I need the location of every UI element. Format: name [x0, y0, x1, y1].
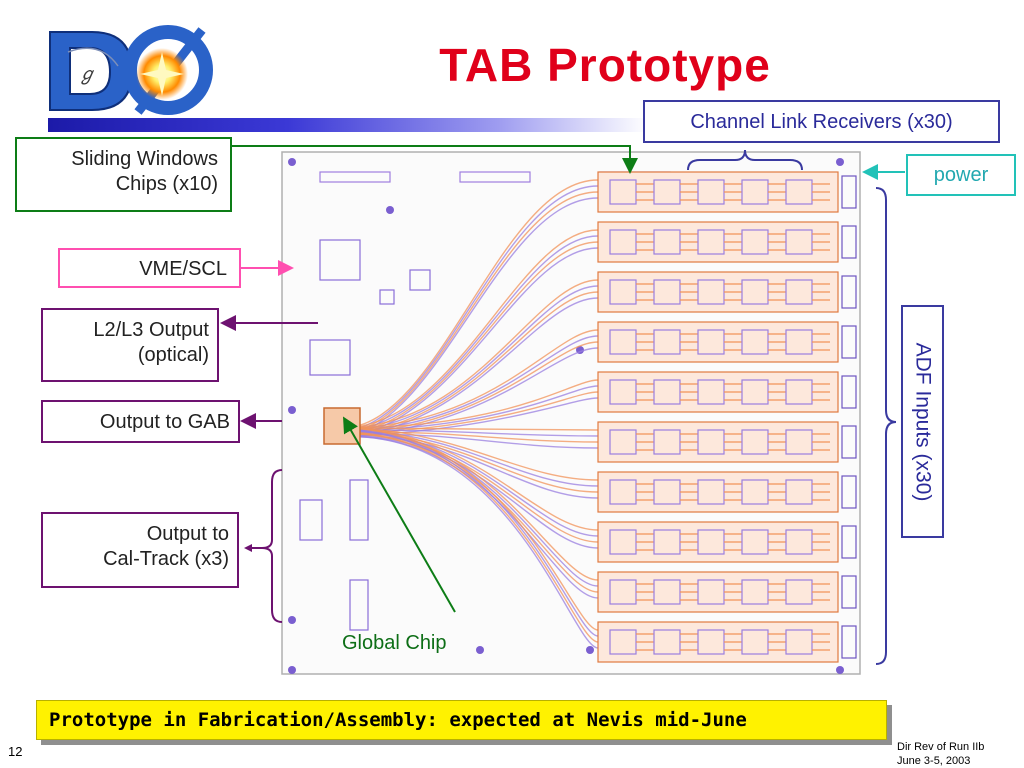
receiver-module: [597, 371, 839, 413]
adf-brace: [875, 187, 897, 665]
mount-hole: [288, 616, 296, 624]
d0-logo: ℊ: [49, 25, 213, 115]
component-footprint: [299, 499, 323, 541]
component-footprint: [319, 239, 361, 281]
vme-scl-text: VME/SCL: [139, 258, 227, 280]
adf-connector: [841, 275, 857, 309]
signal-trace: [341, 430, 599, 637]
footer-info: Dir Rev of Run IIb June 3-5, 2003: [897, 740, 984, 768]
sliding-windows-arrow: [232, 145, 638, 174]
component-footprint: [379, 289, 395, 305]
component-footprint: [309, 339, 351, 376]
slide-title: TAB Prototype: [439, 39, 771, 91]
output-gab-text: Output to GAB: [99, 411, 230, 433]
header-connector: [319, 171, 391, 183]
signal-trace: [341, 235, 599, 432]
adf-inputs-label: ADF Inputs (x30): [901, 305, 944, 538]
signal-trace: [341, 329, 599, 429]
channel-link-label: Channel Link Receivers (x30): [643, 100, 1000, 143]
adf-connector: [841, 175, 857, 209]
signal-trace: [341, 427, 599, 631]
component-footprint: [409, 269, 431, 291]
adf-connector: [841, 575, 857, 609]
svg-text:ℊ: ℊ: [78, 64, 96, 85]
adf-connector: [841, 625, 857, 659]
caltrack-line2: Cal-Track (x3): [103, 548, 229, 570]
signal-trace: [341, 279, 599, 429]
adf-connector: [841, 325, 857, 359]
signal-trace: [341, 291, 599, 435]
l2l3-line1: L2/L3 Output: [93, 319, 209, 341]
pcb-board-layout: [281, 151, 861, 675]
mount-hole: [836, 158, 844, 166]
status-banner: Prototype in Fabrication/Assembly: expec…: [36, 700, 887, 740]
global-chip-arrow: [343, 416, 456, 613]
caltrack-line1: Output to: [146, 523, 229, 545]
signal-trace: [341, 427, 599, 431]
caltrack-brace: [246, 469, 283, 623]
mount-hole: [386, 206, 394, 214]
signal-trace: [341, 436, 599, 649]
page-number: 12: [8, 744, 23, 759]
adf-inputs-text: ADF Inputs (x30): [911, 342, 934, 501]
channel-link-brace: [687, 149, 803, 171]
component-footprint: [349, 479, 369, 541]
signal-trace: [341, 285, 599, 432]
adf-connector: [841, 525, 857, 559]
signal-trace: [341, 179, 599, 429]
signal-trace: [341, 435, 599, 549]
signal-trace: [341, 197, 599, 438]
sliding-windows-line2: Chips (x10): [115, 173, 218, 195]
mount-hole: [288, 406, 296, 414]
signal-trace: [341, 379, 599, 429]
mount-hole: [288, 158, 296, 166]
output-gab-label: Output to GAB: [41, 400, 240, 443]
header-connector: [459, 171, 531, 183]
mount-hole: [586, 646, 594, 654]
component-footprint: [349, 579, 369, 631]
vme-scl-label: VME/SCL: [58, 248, 241, 288]
signal-trace: [341, 427, 599, 481]
l2l3-line2: (optical): [137, 344, 209, 366]
power-text: power: [933, 164, 989, 186]
adf-connector: [841, 475, 857, 509]
footer-line2: June 3-5, 2003: [897, 755, 971, 767]
sliding-windows-label: Sliding Windows Chips (x10): [15, 137, 232, 212]
adf-connector: [841, 225, 857, 259]
power-label: power: [906, 154, 1016, 196]
signal-trace: [341, 185, 599, 432]
mount-hole: [836, 666, 844, 674]
signal-trace: [341, 433, 599, 643]
signal-trace: [341, 297, 599, 438]
channel-link-text: Channel Link Receivers (x30): [690, 111, 953, 133]
footer-line1: Dir Rev of Run IIb: [897, 741, 985, 753]
global-chip-label: Global Chip: [342, 632, 447, 654]
adf-connector: [841, 375, 857, 409]
l2l3-output-label: L2/L3 Output (optical): [41, 308, 219, 382]
mount-hole: [476, 646, 484, 654]
output-caltrack-label: Output to Cal-Track (x3): [41, 512, 239, 588]
sliding-windows-line1: Sliding Windows: [71, 148, 218, 170]
signal-trace: [341, 229, 599, 429]
signal-trace: [341, 433, 599, 543]
mount-hole: [288, 666, 296, 674]
title-underline-bar: [48, 118, 648, 132]
adf-connector: [841, 425, 857, 459]
